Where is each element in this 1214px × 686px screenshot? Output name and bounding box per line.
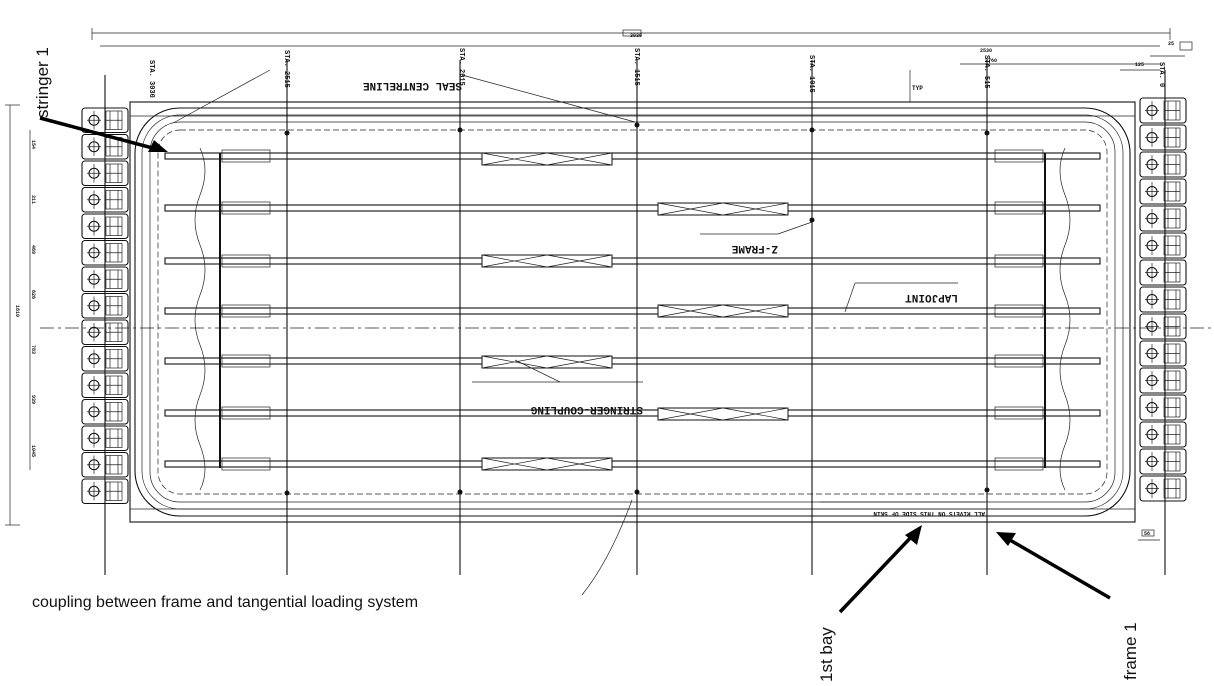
loading-fixture-cell bbox=[1139, 367, 1187, 394]
scallop-contours bbox=[194, 147, 1071, 491]
loading-fixture-cell bbox=[1139, 421, 1187, 448]
dim-s1: 154 bbox=[30, 140, 36, 149]
stringers bbox=[164, 152, 1101, 468]
right-loading-fixtures bbox=[1139, 97, 1187, 502]
lapjoint-group: LAPJOINT bbox=[844, 282, 958, 313]
station-2515: STA. 2515 bbox=[282, 50, 290, 88]
dim-d2: 2760 bbox=[985, 58, 997, 64]
loading-fixture-cell bbox=[1139, 124, 1187, 151]
left-loading-fixtures bbox=[81, 107, 129, 505]
rivets-note-group: ALL RIVETS ON THIS SIDE OF SKIN bbox=[820, 501, 985, 517]
dim-d4: 25 bbox=[1168, 41, 1174, 47]
stringer-1-callout: stringer 1 bbox=[33, 47, 168, 152]
attachment-points bbox=[284, 122, 990, 496]
station-2015: STA. 2015 bbox=[457, 48, 465, 86]
loading-fixture-cell bbox=[81, 266, 129, 293]
rivets-note: ALL RIVETS ON THIS SIDE OF SKIN bbox=[873, 510, 985, 517]
first-bay-callout: 1st bay bbox=[817, 525, 922, 682]
loading-fixture-cell bbox=[81, 345, 129, 372]
panel-outline bbox=[129, 101, 1136, 523]
first-bay-label: 1st bay bbox=[817, 627, 836, 682]
dim-d3: 125 bbox=[1135, 62, 1144, 68]
loading-fixture-cell bbox=[81, 478, 129, 505]
dim-bottom: 56 bbox=[1144, 531, 1150, 537]
loading-fixture-cell bbox=[1139, 97, 1187, 124]
stringer-1-label: stringer 1 bbox=[33, 47, 52, 118]
seal-centreline-label: SEAL CENTRELINE bbox=[363, 79, 462, 91]
typ-label: TYP bbox=[912, 85, 923, 92]
left-dimensions: 1810 154 311 469 626 783 939 1045 bbox=[5, 104, 36, 526]
stringer-coupling-label: STRINGER-COUPLING bbox=[530, 403, 643, 415]
z-frame-group: Z-FRAME bbox=[700, 221, 813, 254]
dim-total: 1810 bbox=[14, 305, 20, 317]
loading-fixture-cell bbox=[1139, 286, 1187, 313]
lapjoint-label: LAPJOINT bbox=[905, 291, 958, 303]
stringer-coupling-group: STRINGER-COUPLING bbox=[472, 359, 643, 415]
loading-fixture-cell bbox=[81, 398, 129, 425]
bottom-dimension: 56 bbox=[1138, 529, 1160, 541]
loading-fixture-cell bbox=[1139, 475, 1187, 502]
station-0: STA. 0 bbox=[1157, 62, 1165, 87]
loading-fixture-cell bbox=[1139, 394, 1187, 421]
stringer-couplings bbox=[481, 152, 789, 471]
loading-fixture-cell bbox=[1139, 232, 1187, 259]
loading-fixture-cell bbox=[1139, 178, 1187, 205]
dim-s2: 311 bbox=[30, 195, 36, 204]
dim-d1: 2530 bbox=[980, 48, 992, 54]
z-frame-label: Z-FRAME bbox=[731, 242, 778, 254]
loading-fixture-cell bbox=[81, 213, 129, 240]
frame-1-callout: frame 1 bbox=[996, 532, 1140, 680]
loading-fixture-cell bbox=[81, 319, 129, 346]
loading-fixture-cell bbox=[81, 186, 129, 213]
loading-fixture-cell bbox=[81, 292, 129, 319]
loading-fixture-cell bbox=[1139, 313, 1187, 340]
dim-s7: 1045 bbox=[30, 445, 36, 457]
station-3030: STA. 3030 bbox=[147, 60, 155, 98]
loading-fixture-cell bbox=[81, 425, 129, 452]
loading-fixture-cell bbox=[81, 372, 129, 399]
dim-s5: 783 bbox=[30, 345, 36, 354]
station-515: STA. 515 bbox=[982, 55, 990, 89]
loading-fixture-cell bbox=[1139, 259, 1187, 286]
top-dimension-lines: 3030 25 2530 2760 125 TYP bbox=[91, 28, 1193, 102]
station-labels: STA. 3030 STA. 2515 STA. 2015 STA. 1515 … bbox=[147, 48, 1165, 98]
frames bbox=[40, 60, 1214, 575]
loading-fixture-cell bbox=[81, 451, 129, 478]
frame-clips bbox=[221, 149, 1044, 471]
loading-fixture-cell bbox=[1139, 205, 1187, 232]
coupling-callout: coupling between frame and tangential lo… bbox=[32, 499, 633, 611]
station-1015: STA. 1015 bbox=[807, 55, 815, 93]
dim-s4: 626 bbox=[30, 290, 36, 299]
dim-s3: 469 bbox=[30, 245, 36, 254]
loading-fixture-cell bbox=[81, 239, 129, 266]
loading-fixture-cell bbox=[81, 107, 129, 134]
dim-s6: 939 bbox=[30, 395, 36, 404]
frame-1-label: frame 1 bbox=[1121, 622, 1140, 680]
coupling-label: coupling between frame and tangential lo… bbox=[32, 594, 418, 611]
loading-fixture-cell bbox=[1139, 340, 1187, 367]
station-1515: STA. 1515 bbox=[632, 48, 640, 86]
loading-fixture-cell bbox=[1139, 448, 1187, 475]
loading-fixture-cell bbox=[81, 160, 129, 187]
dim-overall: 3030 bbox=[630, 33, 642, 39]
seal-centreline-group: SEAL CENTRELINE bbox=[174, 69, 636, 123]
loading-fixture-cell bbox=[1139, 151, 1187, 178]
